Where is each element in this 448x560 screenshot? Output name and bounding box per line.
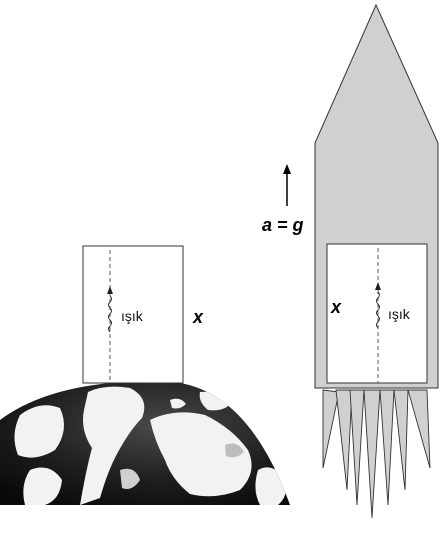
light-wave-icon	[108, 295, 112, 333]
earth-globe	[0, 383, 290, 505]
rocket-height-label: x	[330, 297, 342, 317]
rocket-light-label: ışık	[388, 306, 411, 322]
earth-light-label: ışık	[121, 308, 144, 324]
light-arrow-head-icon	[375, 282, 381, 290]
rocket-box: ışık	[326, 243, 428, 384]
acceleration-arrow-icon	[283, 164, 291, 206]
earth-box: ışık	[82, 245, 184, 384]
rocket-flames	[322, 389, 431, 519]
earth-height-label: x	[192, 307, 204, 327]
light-wave-icon	[376, 291, 380, 329]
acceleration-label: a = g	[262, 215, 304, 235]
light-arrow-head-icon	[107, 286, 113, 294]
